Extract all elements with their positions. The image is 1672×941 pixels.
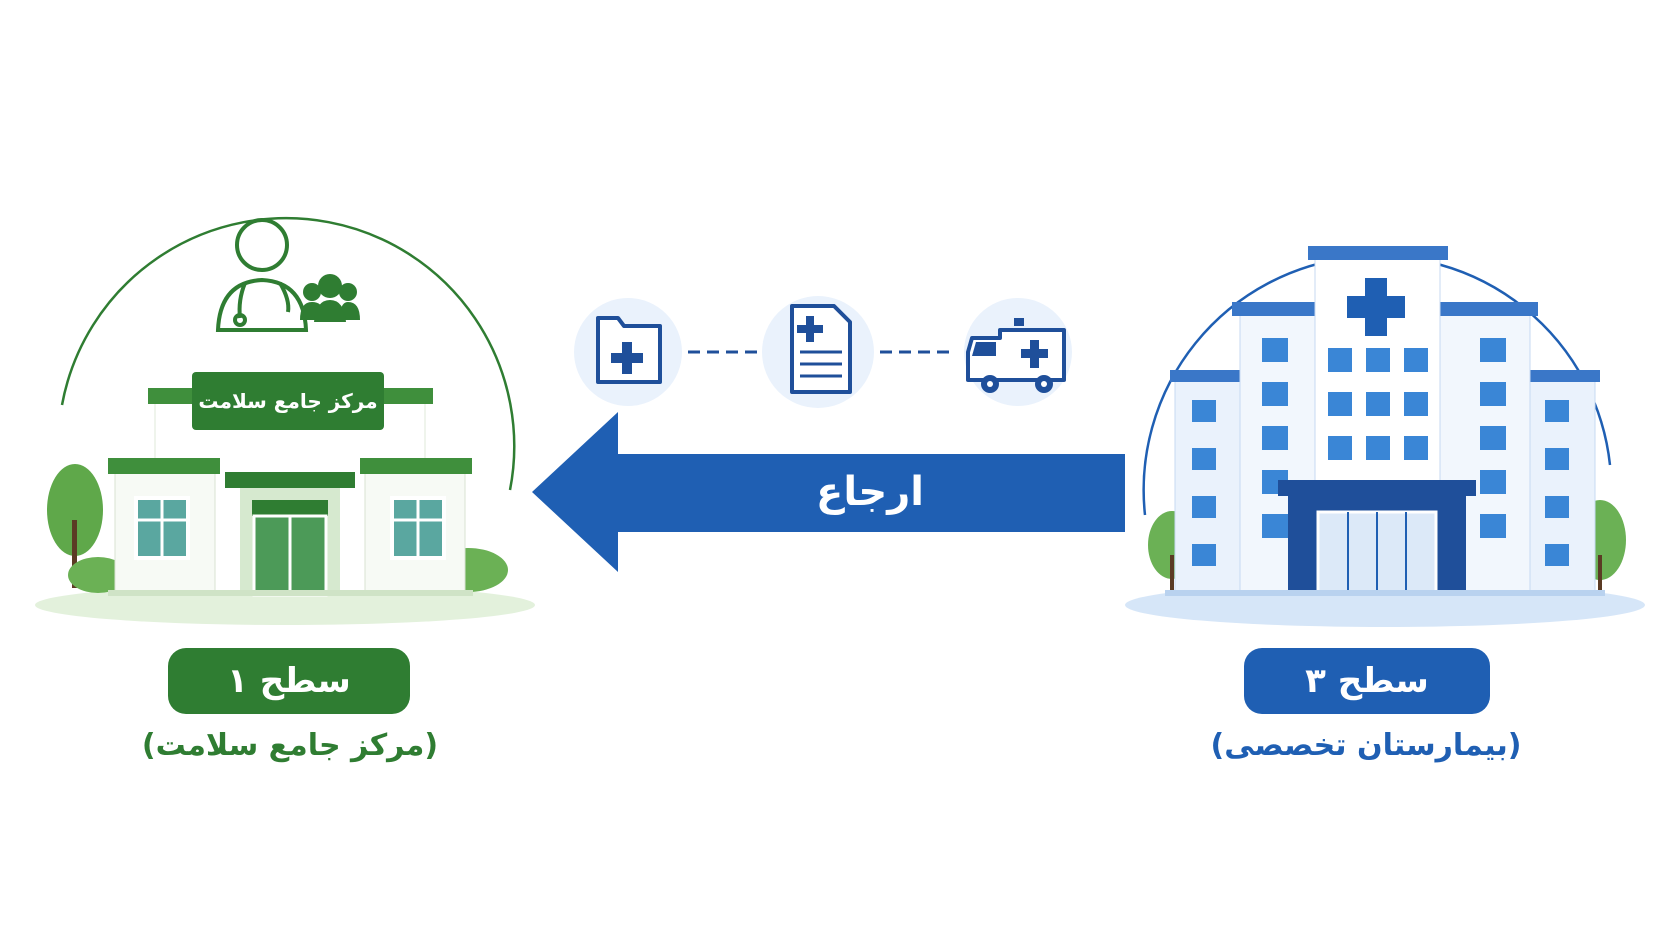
- medical-document-icon: [762, 296, 874, 408]
- referral-arrow-label: ارجاع: [816, 469, 924, 515]
- level-1-badge: سطح ۱: [168, 648, 410, 714]
- doctor-icon: [215, 218, 309, 332]
- medical-folder-icon: [574, 298, 682, 406]
- referral-arrow: [532, 412, 1125, 572]
- flow-icons: [574, 296, 1072, 408]
- level-3-caption: (بیمارستان تخصصی): [1210, 728, 1522, 763]
- level-3-badge: سطح ۳: [1244, 648, 1490, 714]
- ambulance-icon: [964, 298, 1072, 406]
- patients-icon: [300, 274, 360, 322]
- health-center-sign-label: مرکز جامع سلامت: [198, 389, 378, 413]
- health-center-sign: [192, 372, 384, 430]
- level-1-caption: (مرکز جامع سلامت): [141, 728, 439, 763]
- health-center-illustration: [35, 217, 535, 625]
- hospital-illustration: [1125, 246, 1645, 627]
